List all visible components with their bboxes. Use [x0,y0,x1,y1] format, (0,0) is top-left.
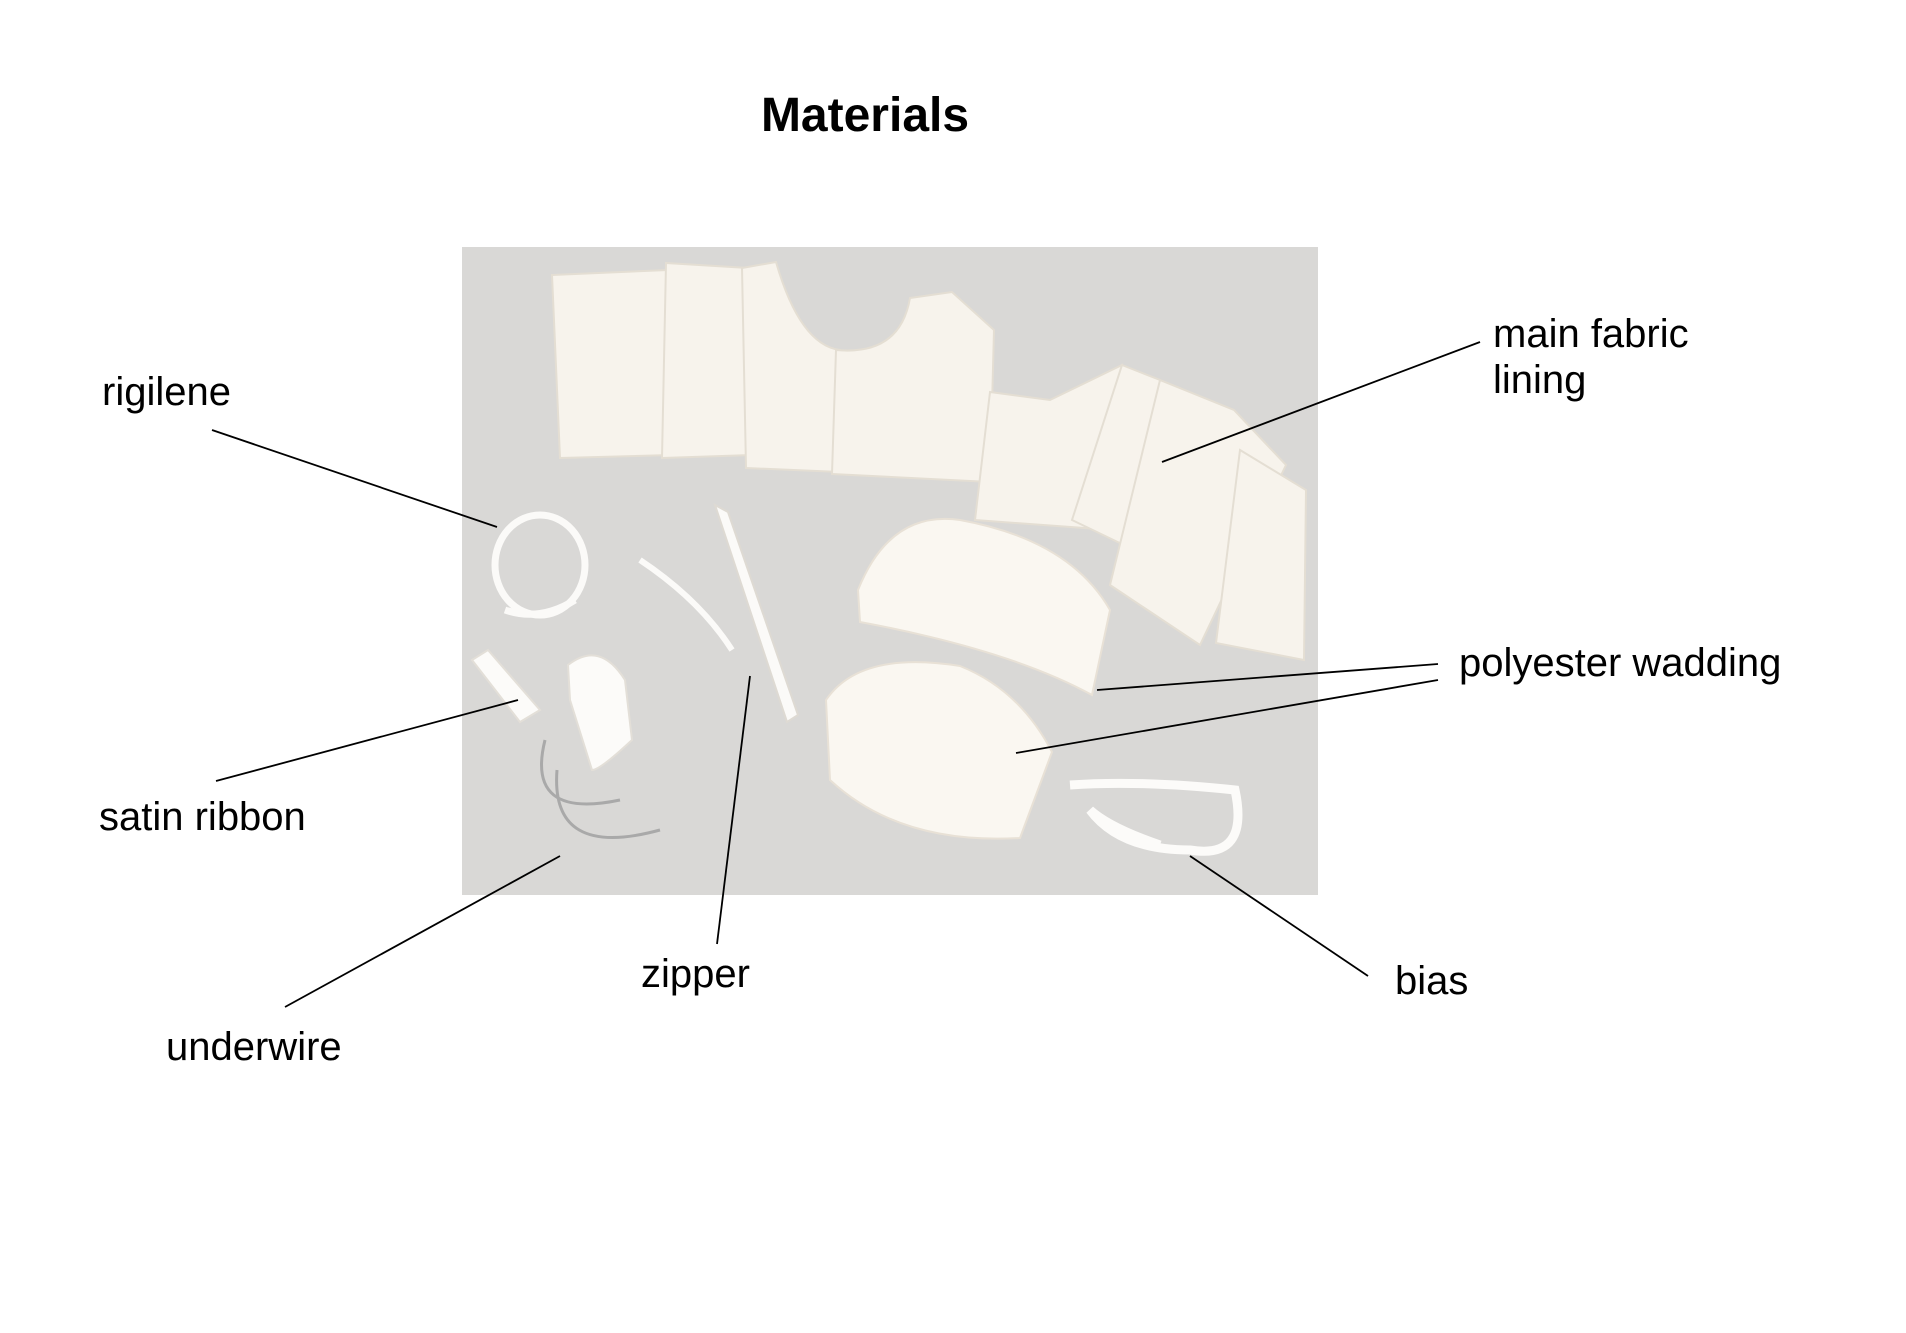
bias-tape [1069,778,1243,856]
satin-ribbon [470,648,634,772]
main-fabric-leader [1161,341,1481,463]
label-rigilene: rigilene [102,370,231,414]
bias-leader [1189,855,1369,977]
main-fabric-pieces [550,260,1308,662]
rigilene-coil [491,511,589,619]
curved-strip [638,557,735,652]
polyester-wadding-pieces [824,517,1112,840]
zipper-leader [716,675,751,945]
diagram-title: Materials [760,89,970,142]
fabric-piece-4 [830,290,996,484]
label-lining: lining [1493,358,1587,402]
fabric-piece-8 [1214,448,1308,662]
label-zipper: zipper [641,952,750,996]
rigilene-leader [211,429,498,528]
leader-lines [211,341,1481,1008]
label-satin-ribbon: satin ribbon [99,795,306,839]
underwire [540,739,661,839]
fabric-piece-1 [550,268,674,460]
label-bias: bias [1395,959,1469,1003]
zipper-tape [713,502,800,724]
label-main-fabric: main fabric [1493,312,1689,356]
wadding-leader-lower [1015,679,1439,754]
label-polyester-wadding: polyester wadding [1459,641,1782,685]
fabric-piece-3 [740,260,841,474]
wadding-leader-upper [1096,663,1439,691]
wadding-piece-lower [824,661,1054,840]
label-underwire: underwire [166,1025,342,1069]
underwire-leader [284,855,561,1008]
fabric-piece-2 [660,261,754,460]
wadding-piece-upper [856,517,1112,697]
satin-ribbon-leader [215,699,519,782]
